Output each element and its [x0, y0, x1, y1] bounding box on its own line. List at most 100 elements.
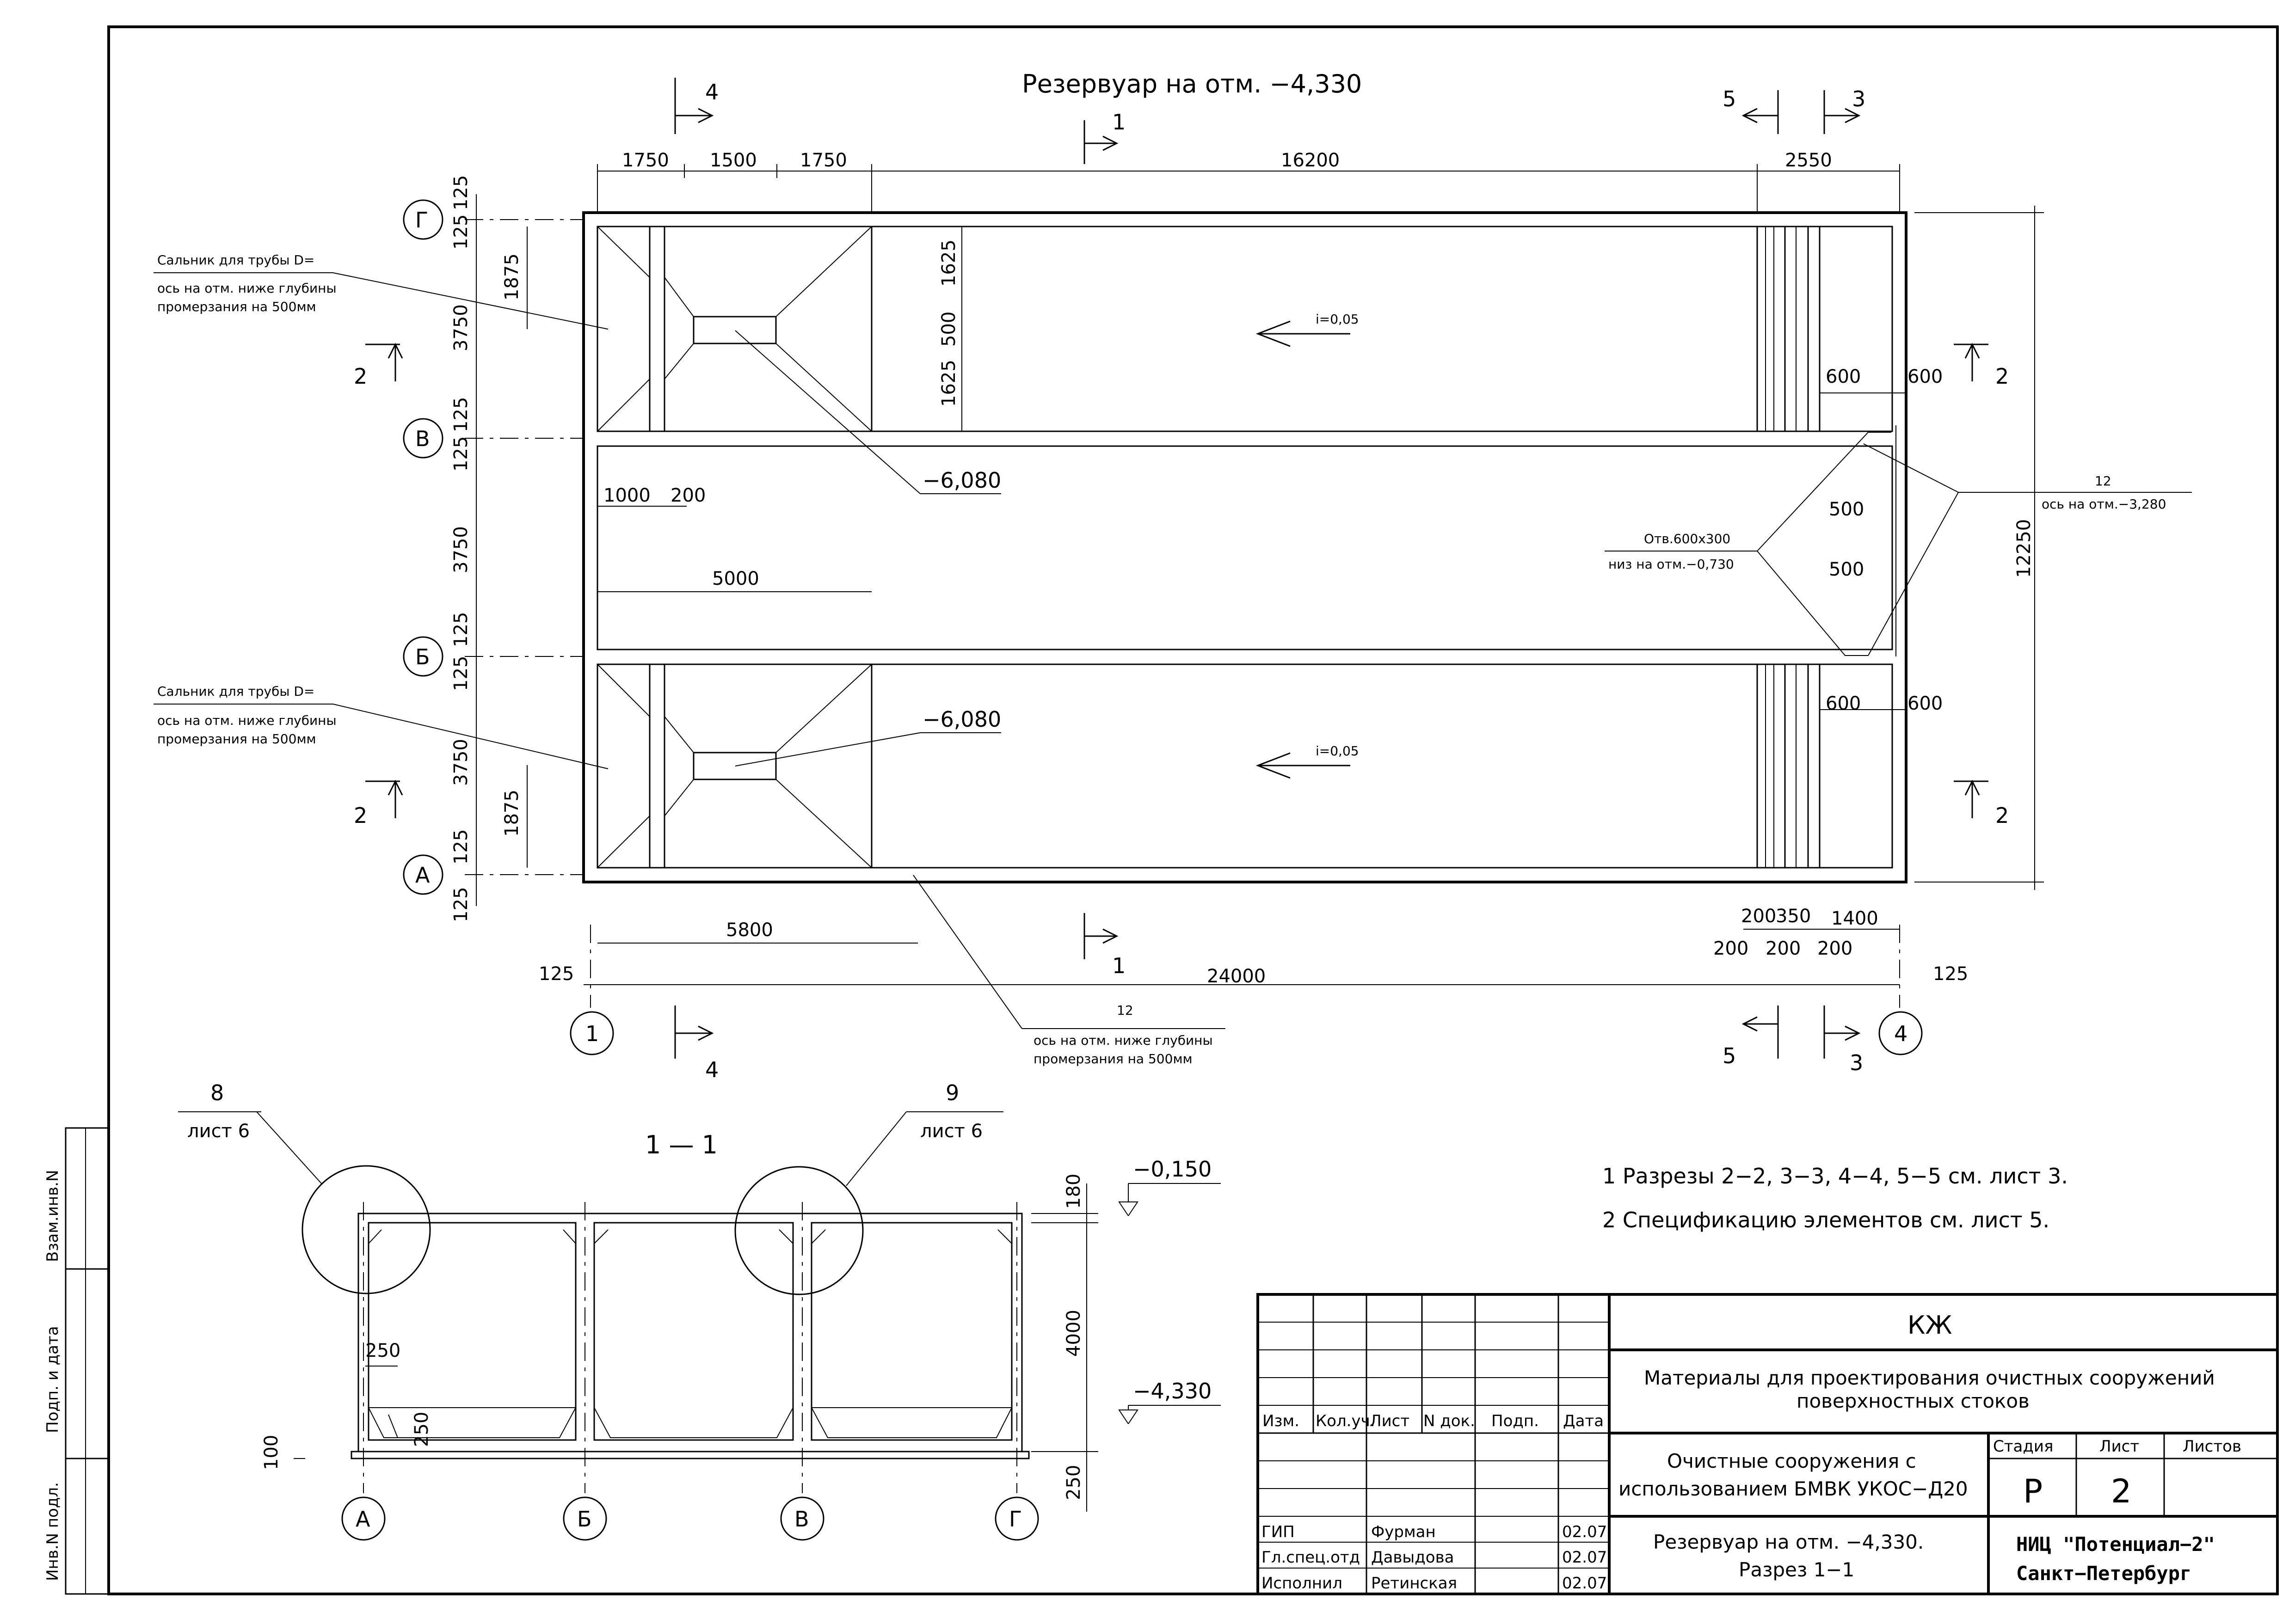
chamber-bottom	[597, 663, 1893, 869]
stamp-date-2: 02.07	[1562, 1548, 1607, 1567]
svg-text:200: 200	[1713, 938, 1748, 959]
svg-text:200: 200	[1741, 906, 1776, 927]
svg-text:125: 125	[450, 612, 472, 647]
stamp-code: КЖ	[1907, 1311, 1952, 1340]
svg-text:250: 250	[365, 1340, 400, 1361]
svg-text:4000: 4000	[1063, 1310, 1084, 1357]
svg-text:i=0,05: i=0,05	[1316, 743, 1359, 759]
stamp-date-3: 02.07	[1562, 1574, 1607, 1593]
svg-text:3: 3	[1852, 86, 1865, 111]
elev-bottom: −4,330	[1133, 1379, 1212, 1403]
svg-text:2: 2	[354, 364, 367, 389]
svg-text:2: 2	[1995, 803, 2009, 828]
axis-bubble-g: Г	[403, 199, 443, 240]
svg-text:1875: 1875	[501, 790, 523, 837]
hole-label: Отв.600х300 низ на отм.−0,730	[1605, 432, 1891, 656]
section-structure	[351, 1213, 1030, 1459]
chamber-middle	[597, 445, 1893, 650]
stamp-project-1: Материалы для проектирования очистных со…	[1644, 1367, 2215, 1389]
svg-text:1: 1	[1112, 110, 1126, 135]
svg-text:низ на отм.−0,730: низ на отм.−0,730	[1608, 557, 1734, 572]
svg-text:N док.: N док.	[1423, 1412, 1475, 1430]
svg-text:4: 4	[705, 1057, 719, 1082]
svg-text:А: А	[415, 863, 430, 888]
slope-arrow-top: i=0,05	[1255, 312, 1359, 347]
svg-text:125: 125	[450, 656, 472, 691]
svg-text:Лист: Лист	[2099, 1437, 2139, 1456]
svg-text:промерзания на 500мм: промерзания на 500мм	[157, 299, 316, 314]
svg-text:1: 1	[585, 1021, 599, 1046]
section-dims: 180 4000 250 250 250 100 −0,150 −4,330	[261, 1157, 1221, 1512]
svg-text:Подп.: Подп.	[1491, 1412, 1539, 1430]
svg-text:Отв.600х300: Отв.600х300	[1644, 531, 1730, 546]
chamber-top	[597, 226, 1893, 432]
svg-text:ось на отм. ниже глубины: ось на отм. ниже глубины	[157, 281, 337, 296]
elev-top: −0,150	[1133, 1157, 1212, 1182]
stamp-org-1: НИЦ "Потенциал−2"	[2016, 1533, 2215, 1556]
plan-title: Резервуар на отм. −4,330	[1022, 69, 1362, 98]
side-inv: Инв.N подл.	[43, 1482, 62, 1581]
svg-text:Дата: Дата	[1563, 1412, 1604, 1430]
section-marker-1-bottom: 1	[1083, 913, 1126, 978]
dim-pit-vertical: 1625 500 1625	[938, 227, 962, 431]
gland-label-top: Сальник для трубы D= ось на отм. ниже гл…	[154, 252, 609, 330]
svg-text:5800: 5800	[726, 919, 773, 941]
svg-text:Листов: Листов	[2183, 1437, 2241, 1456]
svg-text:1: 1	[1112, 953, 1126, 978]
stamp-role-2: Гл.спец.отд	[1261, 1548, 1360, 1567]
svg-text:600: 600	[1907, 366, 1943, 387]
dim-chain-left: 125 125 3750 125 125 3750 125 125 3750 1…	[450, 175, 528, 922]
svg-text:Г: Г	[415, 208, 428, 233]
svg-text:12: 12	[1117, 1003, 1133, 1018]
dim-chain-bottom: 5800 125 24000 125 200 350 1400 200 200 …	[539, 906, 1968, 987]
section-axis-b: Б	[563, 1496, 607, 1541]
elev-pit-top: −6,080	[923, 468, 1001, 493]
gland-label-bottom: Сальник для трубы D= ось на отм. ниже гл…	[154, 684, 609, 769]
axis-bubble-1: 1	[570, 925, 614, 1055]
stamp-object-2: использованием БМВК УКОС−Д20	[1618, 1477, 1968, 1500]
svg-text:125: 125	[450, 175, 472, 210]
reservoir-outline	[582, 211, 1907, 883]
section-marker-3-bottom: 3	[1823, 1005, 1863, 1075]
svg-text:600: 600	[1826, 366, 1861, 387]
stamp-role-1: ГИП	[1261, 1523, 1295, 1541]
svg-text:125: 125	[450, 397, 472, 432]
stamp-name-2: Давыдова	[1371, 1548, 1454, 1567]
svg-text:8: 8	[210, 1080, 224, 1105]
svg-text:200: 200	[671, 485, 706, 506]
pipe-label-right: 12 ось на отм.−3,280	[1863, 443, 2192, 656]
svg-text:i=0,05: i=0,05	[1316, 312, 1359, 327]
side-stamp: Взам.инв.N Подп. и дата Инв.N подл.	[43, 1127, 110, 1595]
elev-pit-bottom: −6,080	[923, 707, 1001, 732]
svg-text:1625: 1625	[938, 239, 960, 287]
svg-text:250: 250	[1063, 1465, 1084, 1500]
stamp-sheet-no: 2	[2111, 1472, 2132, 1510]
axis-lines	[465, 219, 583, 875]
svg-text:200: 200	[1766, 938, 1801, 959]
baffles-top	[1756, 227, 1821, 431]
side-vzam: Взам.инв.N	[43, 1170, 62, 1262]
note-2: 2 Спецификацию элементов см. лист 5.	[1602, 1207, 2049, 1232]
svg-text:1500: 1500	[710, 150, 757, 171]
svg-text:4: 4	[705, 80, 719, 104]
section-marker-5-top: 5	[1723, 86, 1779, 134]
svg-text:350: 350	[1776, 906, 1811, 927]
stamp-org-2: Санкт−Петербург	[2016, 1562, 2191, 1585]
svg-text:Лист: Лист	[1370, 1412, 1409, 1430]
axis-bubble-v: В	[403, 418, 443, 459]
baffles-bottom	[1756, 664, 1821, 868]
svg-text:Г: Г	[1009, 1507, 1022, 1532]
svg-text:125: 125	[450, 214, 472, 250]
svg-text:125: 125	[450, 436, 472, 472]
svg-text:180: 180	[1063, 1174, 1084, 1209]
svg-text:Изм.: Изм.	[1262, 1412, 1299, 1430]
svg-text:24000: 24000	[1207, 966, 1266, 987]
svg-text:лист 6: лист 6	[920, 1121, 983, 1142]
pit-bottom	[597, 664, 873, 868]
stamp-object-1: Очистные сооружения с	[1667, 1450, 1916, 1472]
pit-top	[597, 226, 873, 432]
svg-text:В: В	[794, 1507, 809, 1532]
section-axis-v: В	[780, 1496, 824, 1541]
section-axis-a: А	[341, 1496, 386, 1541]
